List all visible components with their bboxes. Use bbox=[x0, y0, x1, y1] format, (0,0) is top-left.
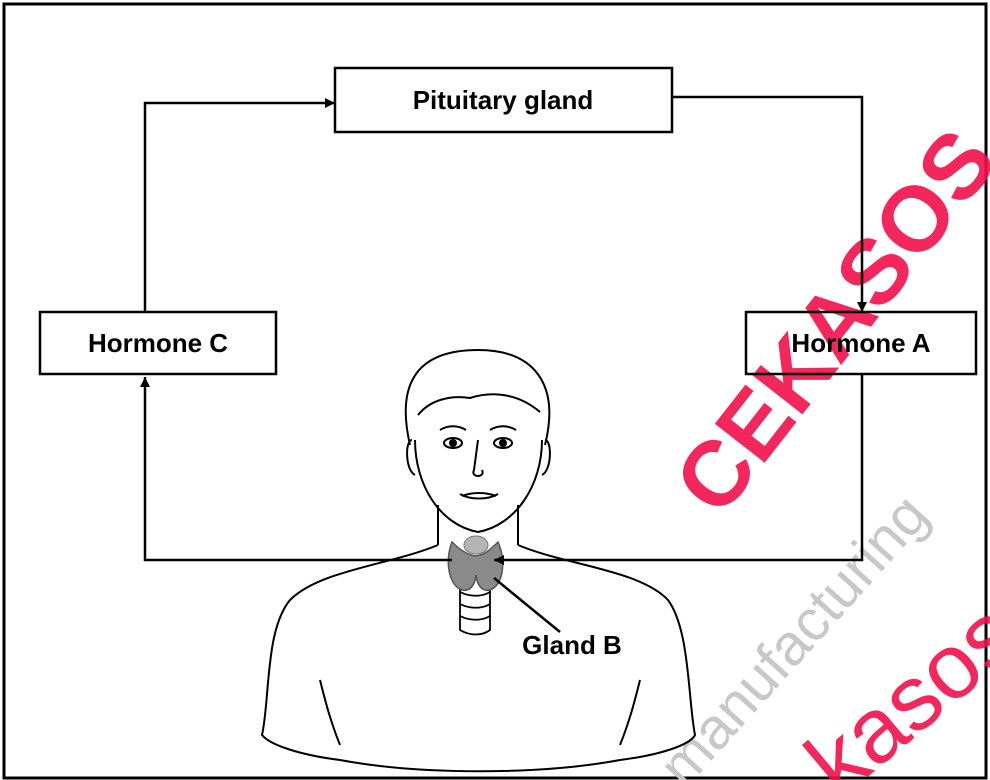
gland-b-label: Gland B bbox=[522, 630, 622, 660]
arrow-hormone-c-to-pituitary bbox=[145, 103, 335, 312]
box-hormone-c: Hormone C bbox=[40, 312, 276, 374]
box-pituitary: Pituitary gland bbox=[335, 68, 672, 132]
hormone-a-label: Hormone A bbox=[791, 328, 930, 358]
gland-b-pointer bbox=[494, 578, 560, 632]
pituitary-label: Pituitary gland bbox=[413, 85, 594, 115]
watermark-top: CEKASOS bbox=[655, 111, 990, 532]
watermark-group: CEKASOS manufacturing kasos bbox=[646, 111, 990, 780]
hormone-c-label: Hormone C bbox=[88, 328, 228, 358]
